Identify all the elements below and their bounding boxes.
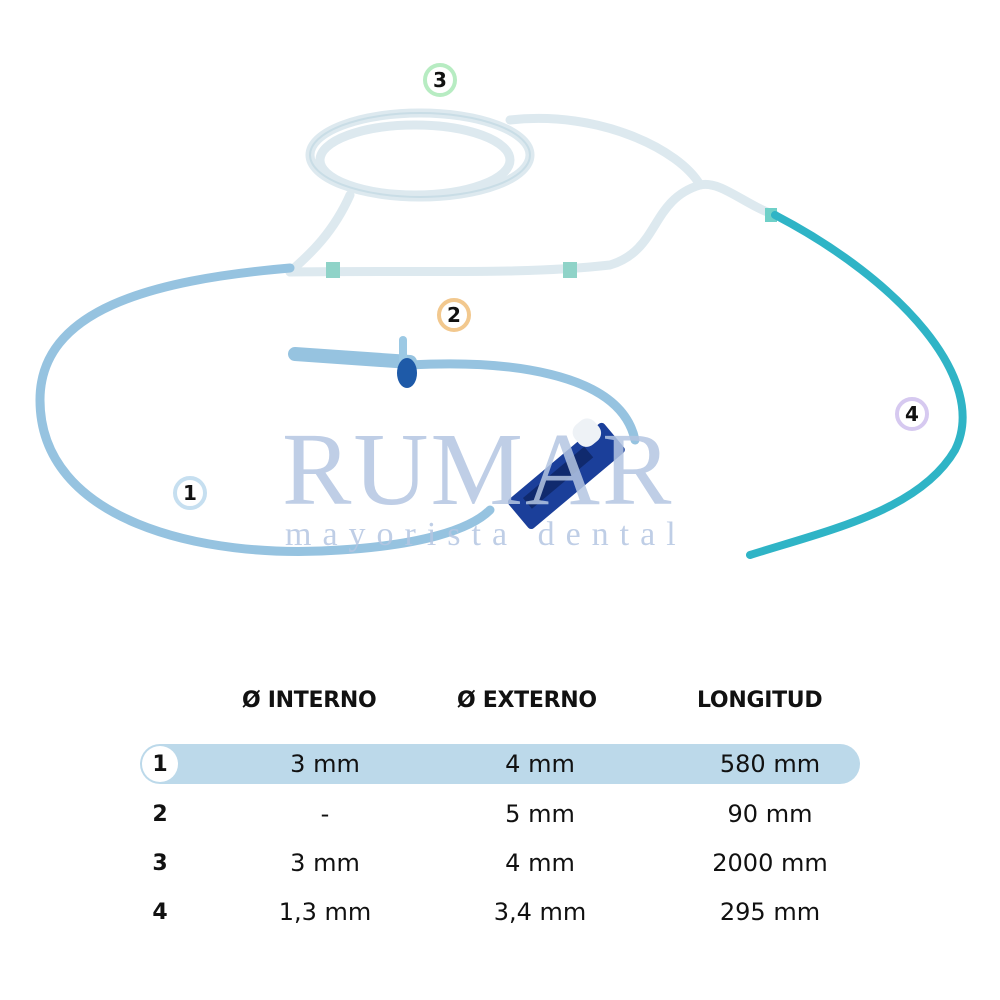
table-row: 2 - 5 mm 90 mm bbox=[140, 794, 860, 834]
row-number: 2 bbox=[152, 801, 168, 827]
connector bbox=[326, 262, 340, 278]
row-number: 3 bbox=[152, 850, 168, 876]
callout-4: 4 bbox=[895, 397, 929, 431]
watermark-brand: RUMAR bbox=[282, 412, 674, 527]
table-row: 1 3 mm 4 mm 580 mm bbox=[140, 744, 860, 784]
watermark-tagline: mayorista dental bbox=[285, 516, 687, 553]
valve bbox=[397, 358, 417, 388]
header-longitud: LONGITUD bbox=[697, 688, 823, 713]
product-photo: RUMAR mayorista dental 1 2 3 4 bbox=[35, 63, 967, 559]
cell-externo: 4 mm bbox=[505, 849, 575, 877]
row-number: 4 bbox=[152, 899, 168, 925]
tube-1-blue bbox=[35, 263, 495, 556]
cell-longitud: 90 mm bbox=[727, 800, 813, 828]
cell-longitud: 2000 mm bbox=[712, 849, 828, 877]
tubing-illustration bbox=[35, 108, 967, 559]
cell-externo: 4 mm bbox=[505, 750, 575, 778]
table-row: 3 3 mm 4 mm 2000 mm bbox=[140, 843, 860, 883]
callout-1: 1 bbox=[173, 476, 207, 510]
cell-interno: 1,3 mm bbox=[278, 898, 372, 926]
tube-2-nozzle bbox=[288, 347, 417, 369]
cell-longitud: 580 mm bbox=[719, 750, 821, 778]
table-row: 4 1,3 mm 3,4 mm 295 mm bbox=[140, 892, 860, 932]
header-interno: Ø INTERNO bbox=[242, 688, 377, 713]
cell-interno: - bbox=[320, 800, 330, 828]
tube-3-clear bbox=[285, 108, 780, 277]
cell-interno: 3 mm bbox=[290, 750, 360, 778]
tube-4-teal bbox=[746, 211, 967, 559]
connector bbox=[563, 262, 577, 278]
cell-longitud: 295 mm bbox=[719, 898, 821, 926]
cell-externo: 5 mm bbox=[505, 800, 575, 828]
callout-2: 2 bbox=[437, 298, 471, 332]
blue-clip bbox=[507, 418, 625, 530]
callout-3: 3 bbox=[423, 63, 457, 97]
header-externo: Ø EXTERNO bbox=[457, 688, 597, 713]
row-number: 1 bbox=[142, 746, 178, 782]
cell-externo: 3,4 mm bbox=[493, 898, 587, 926]
cell-interno: 3 mm bbox=[290, 849, 360, 877]
